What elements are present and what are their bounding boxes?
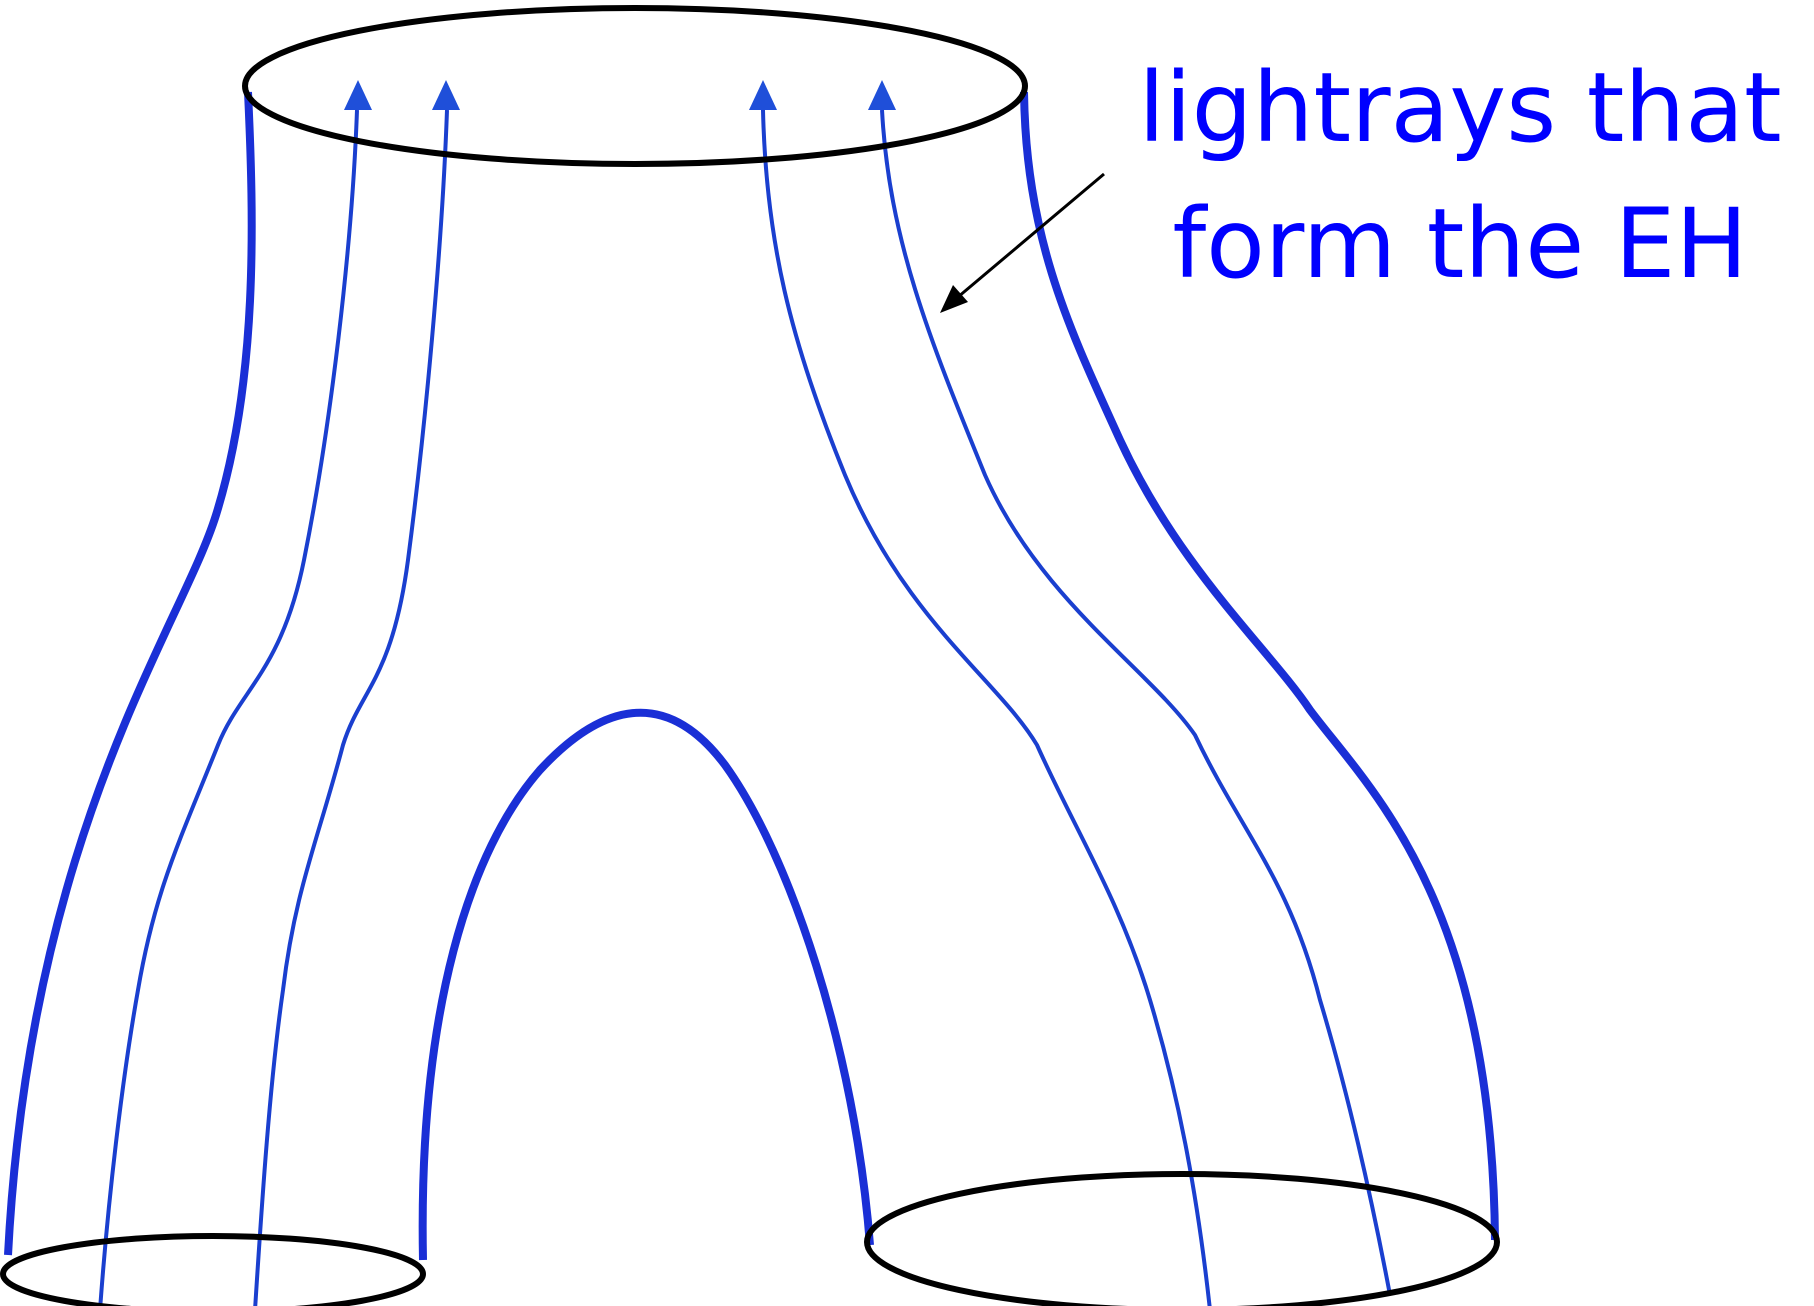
bottom-left-cross-section	[0, 1233, 426, 1306]
annotation-line-2: form the EH	[1172, 188, 1748, 300]
annotation-pointer-arrowhead	[940, 285, 968, 313]
annotation-pointer-line	[957, 172, 1105, 299]
lightray-4	[880, 109, 1392, 1296]
annotation-line-1: lightrays that	[1138, 52, 1782, 164]
bottom-right-cross-section	[864, 1171, 1500, 1306]
lightray-3	[761, 109, 1212, 1306]
top-cross-section	[242, 5, 1028, 167]
lightray-1-arrowhead	[344, 80, 372, 110]
lightray-4-arrowhead	[868, 80, 896, 110]
lightrays-annotation: lightrays that form the EH	[1110, 40, 1810, 312]
lightray-2-arrowhead	[432, 80, 460, 110]
horizon-crotch-arch	[418, 708, 874, 1261]
horizon-left-outer-edge	[4, 91, 256, 1256]
lightray-1	[98, 109, 359, 1306]
lightray-3-arrowhead	[749, 80, 777, 110]
lightray-2	[253, 109, 449, 1306]
horizon-right-outer-edge	[1020, 91, 1499, 1241]
